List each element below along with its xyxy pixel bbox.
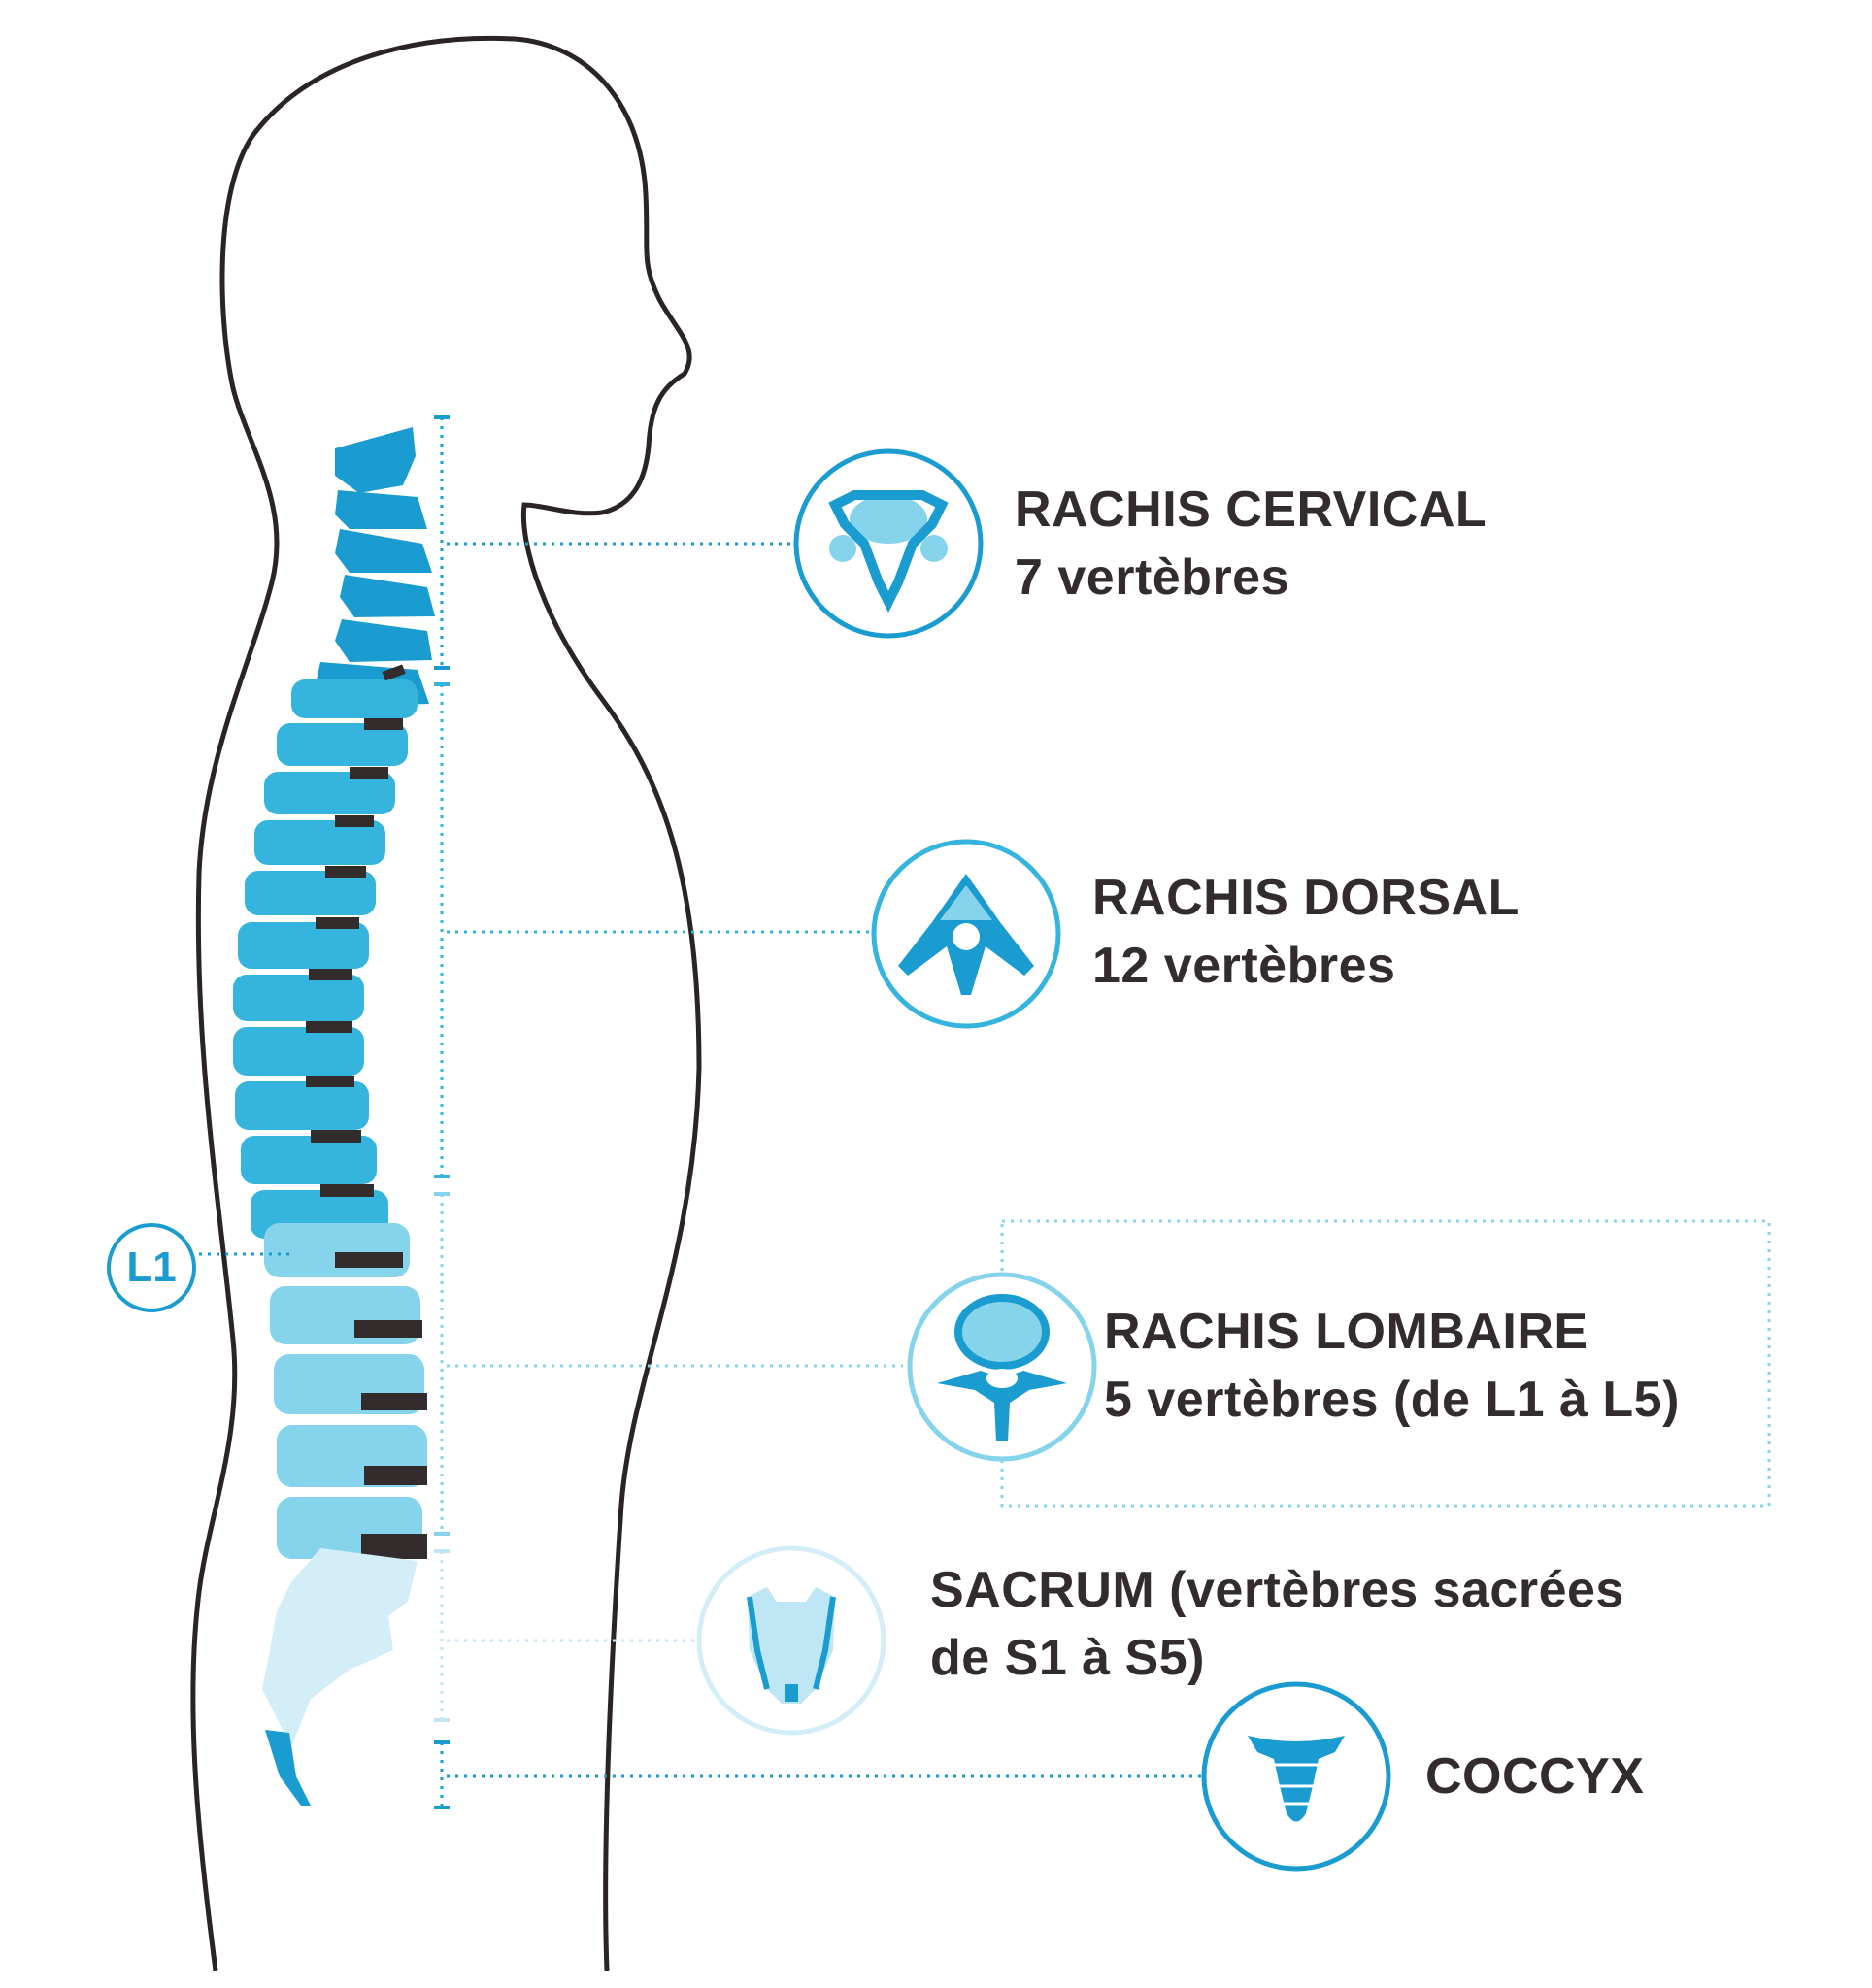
lumbar-vertebra-icon (907, 1272, 1097, 1462)
lumbar-vertebrae (264, 1223, 427, 1559)
label-coccyx-title: COCCYX (1425, 1748, 1645, 1805)
label-sacrum-range: de S1 à S5) (930, 1630, 1205, 1686)
body-silhouette-outline (190, 35, 702, 1971)
label-lumbar-title: RACHIS LOMBAIRE (1104, 1304, 1588, 1360)
cervical-vertebrae (316, 427, 435, 707)
intervertebral-discs (306, 664, 427, 1559)
l1-marker-badge: L1 (107, 1223, 196, 1312)
sacrum-shape (262, 1548, 418, 1747)
coccyx-shape (265, 1730, 311, 1806)
dorsal-vertebra-icon (871, 839, 1061, 1029)
dorsal-vertebrae (233, 679, 418, 1239)
cervical-vertebra-icon (793, 448, 984, 639)
region-brackets (434, 415, 450, 1809)
label-cervical-count: 7 vertèbres (1015, 549, 1290, 606)
label-dorsal-title: RACHIS DORSAL (1092, 870, 1520, 926)
sacrum-icon (696, 1545, 886, 1736)
label-dorsal-count: 12 vertèbres (1092, 938, 1396, 994)
label-lumbar-count: 5 vertèbres (de L1 à L5) (1104, 1372, 1680, 1428)
connector-lines (199, 542, 1771, 1778)
label-sacrum: SACRUM (vertèbres sacrées de S1 à S5) (930, 1556, 1624, 1692)
coccyx-icon (1201, 1681, 1391, 1872)
label-dorsal: RACHIS DORSAL 12 vertèbres (1092, 864, 1520, 1000)
label-cervical: RACHIS CERVICAL 7 vertèbres (1015, 476, 1487, 612)
label-sacrum-title: SACRUM (vertèbres sacrées (930, 1562, 1624, 1618)
label-cervical-title: RACHIS CERVICAL (1015, 481, 1488, 538)
label-lumbar: RACHIS LOMBAIRE 5 vertèbres (de L1 à L5) (1104, 1298, 1680, 1434)
label-coccyx: COCCYX (1425, 1742, 1644, 1810)
